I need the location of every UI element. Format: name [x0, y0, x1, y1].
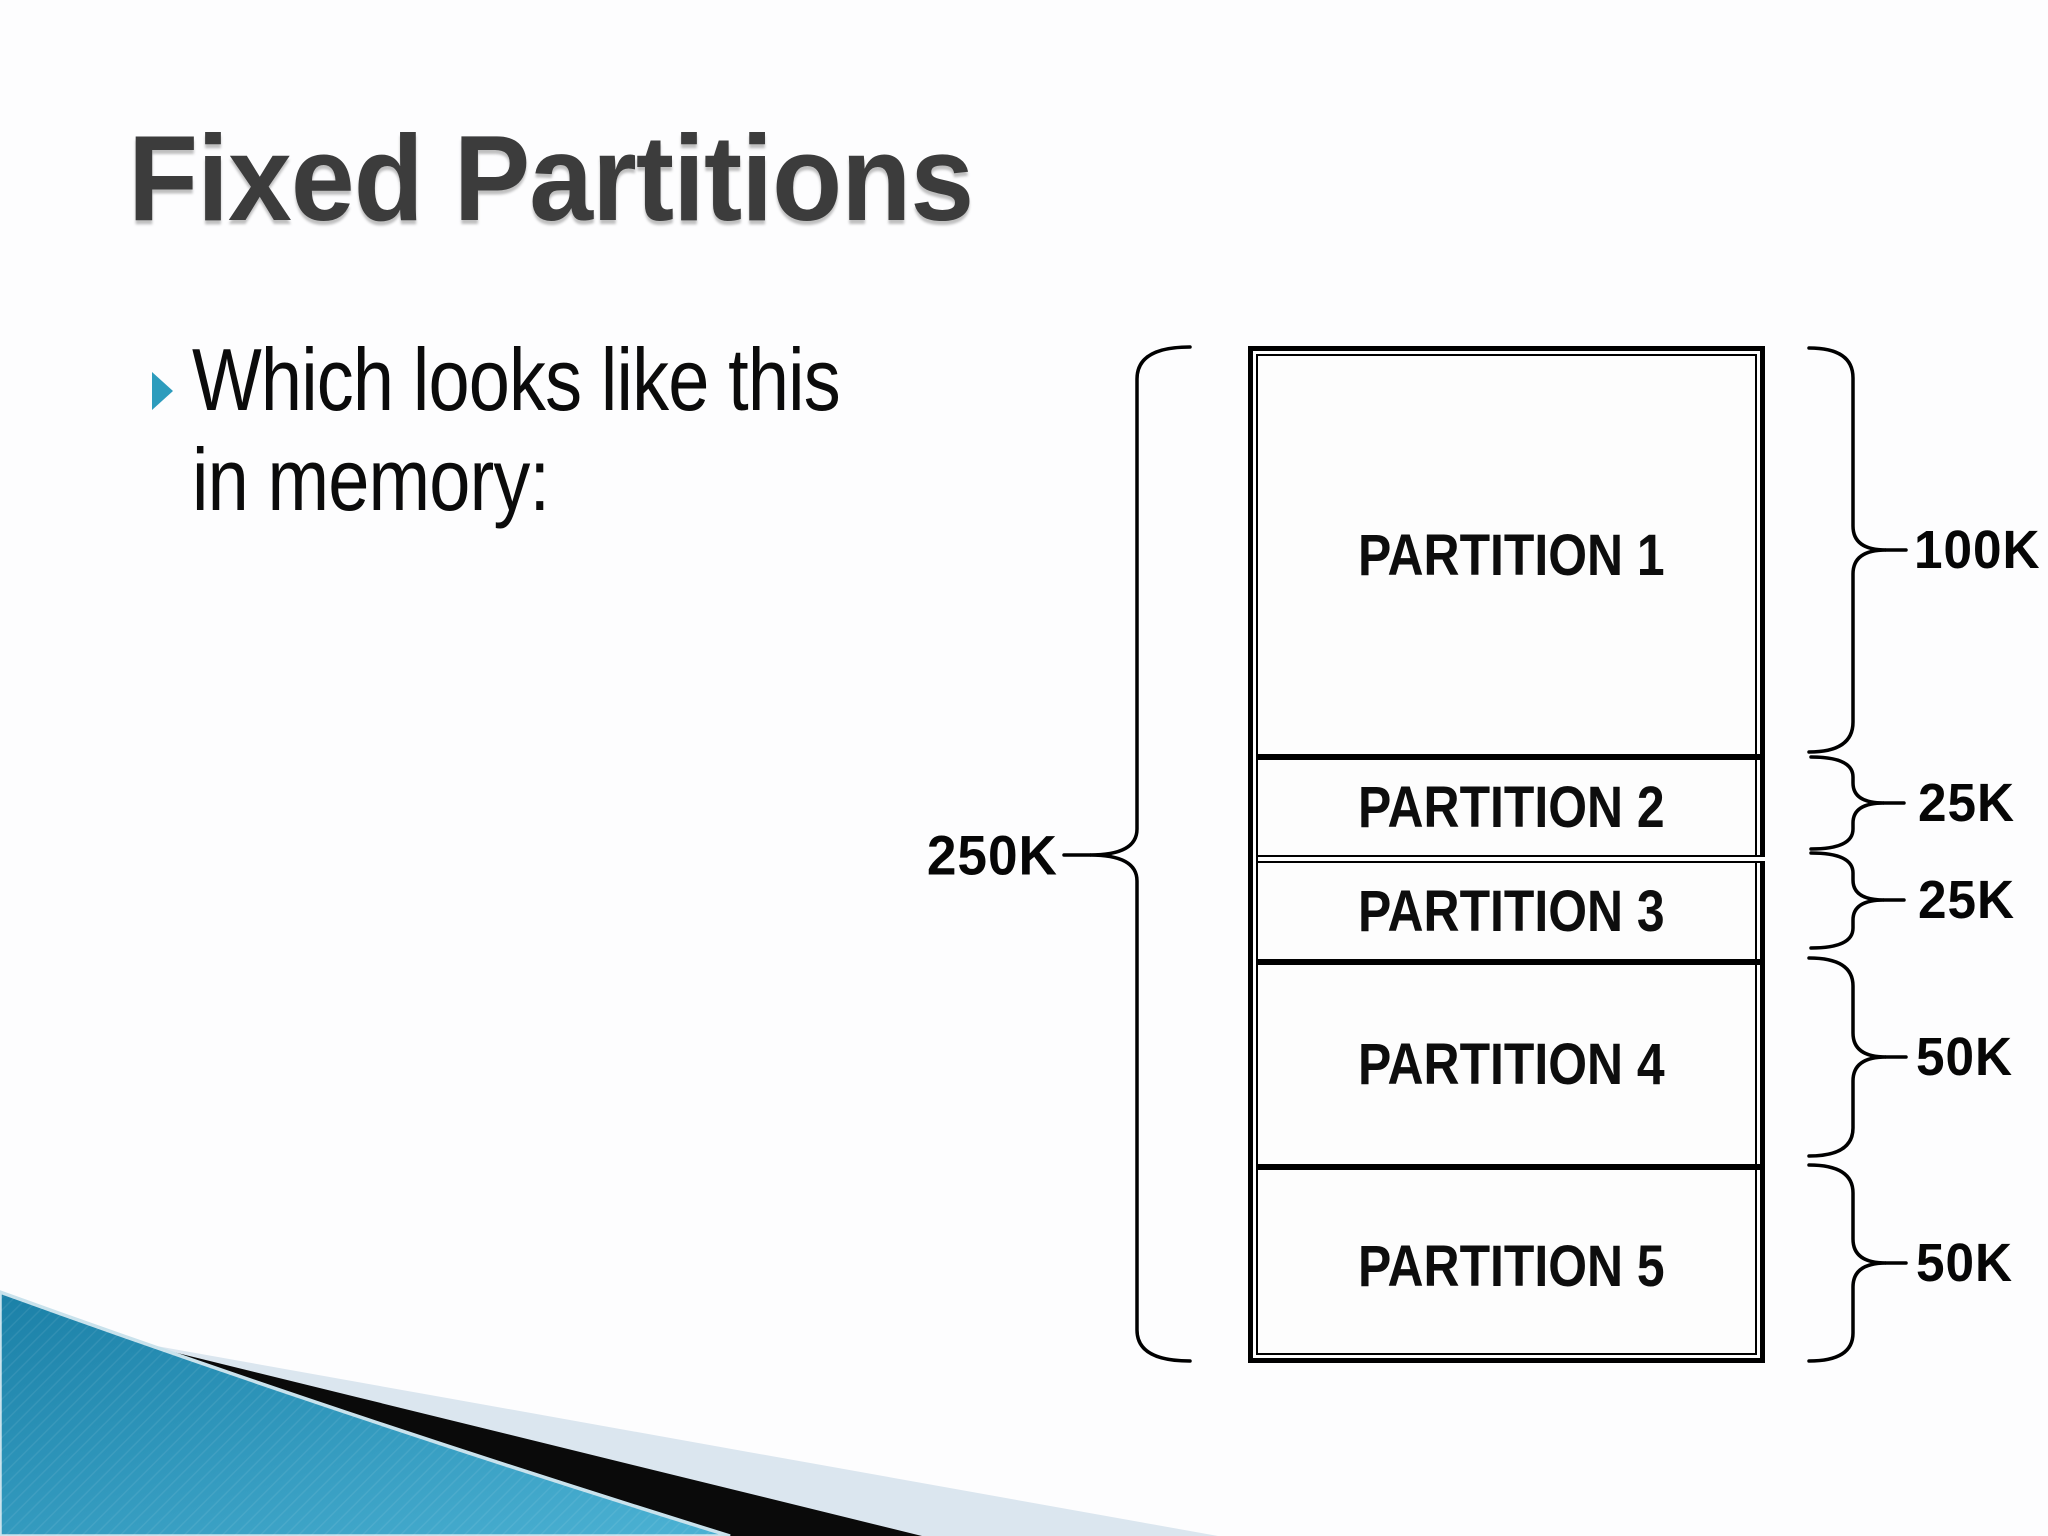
pale-wedge-shape: [0, 1318, 1218, 1536]
partition-2: PARTITION 2: [1258, 760, 1765, 855]
partition-3: PARTITION 3: [1258, 863, 1765, 959]
divider-p2-p3: [1258, 855, 1765, 863]
partition-stack: PARTITION 1 PARTITION 2 PARTITION 3 PART…: [1258, 356, 1765, 1363]
partition-1: PARTITION 1: [1258, 356, 1765, 754]
size-label-p5: 50K: [1916, 1233, 2013, 1293]
brace-25k-a: [1809, 755, 1885, 851]
size-label-p1: 100K: [1914, 520, 2041, 580]
brace-50k-a: [1807, 956, 1887, 1158]
size-label-p3: 25K: [1918, 870, 2015, 930]
partition-4-label: PARTITION 4: [1358, 1032, 1665, 1097]
teal-swoosh-shape: [0, 1290, 731, 1536]
total-size-label: 250K: [927, 823, 1058, 887]
brace-25k-b: [1809, 851, 1885, 950]
bullet-line-2: in memory:: [192, 430, 550, 529]
partition-3-label: PARTITION 3: [1358, 878, 1665, 944]
teal-swoosh-texture: [0, 1292, 730, 1536]
bullet-text: Which looks like this in memory:: [192, 330, 841, 530]
brace-50k-b: [1807, 1163, 1887, 1363]
size-label-p4: 50K: [1916, 1027, 2013, 1087]
partition-1-label: PARTITION 1: [1358, 522, 1665, 588]
black-stripe-shape: [104, 1335, 922, 1536]
partition-4: PARTITION 4: [1258, 965, 1765, 1164]
partition-5-label: PARTITION 5: [1358, 1234, 1665, 1299]
bullet-line-1: Which looks like this: [192, 330, 841, 429]
divider-p3-p4: [1258, 959, 1765, 965]
size-label-p2: 25K: [1918, 773, 2015, 833]
divider-p4-p5: [1258, 1164, 1765, 1170]
total-brace: [1089, 345, 1192, 1363]
bullet-triangle-icon: [152, 372, 173, 410]
divider-p1-p2: [1258, 754, 1765, 760]
memory-box: PARTITION 1 PARTITION 2 PARTITION 3 PART…: [1248, 346, 1765, 1363]
partition-5: PARTITION 5: [1258, 1170, 1765, 1363]
partition-2-label: PARTITION 2: [1358, 775, 1665, 840]
brace-100k: [1807, 346, 1887, 754]
slide-title: Fixed Partitions: [128, 110, 974, 246]
